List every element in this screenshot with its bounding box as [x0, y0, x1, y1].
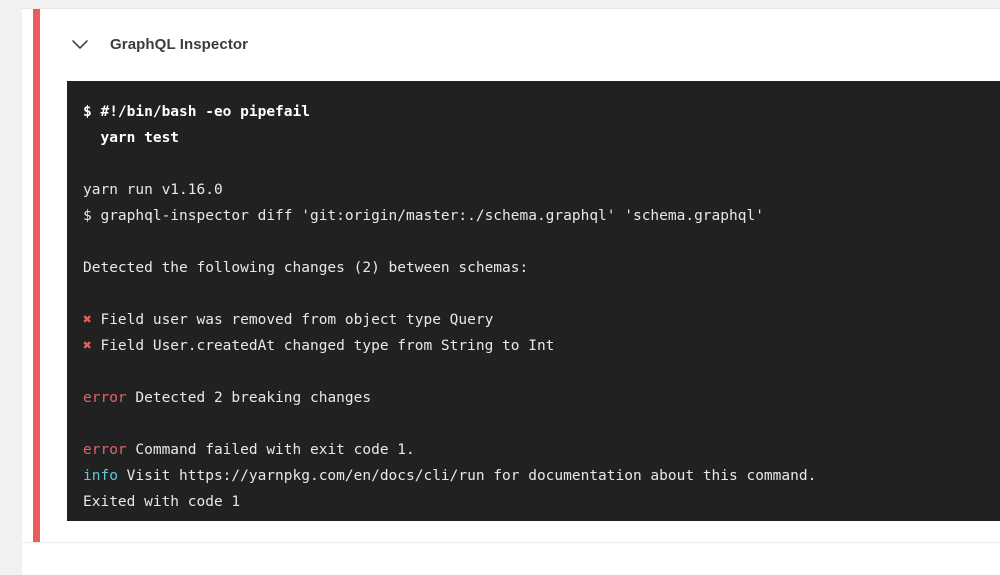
terminal-line: $ #!/bin/bash -eo pipefail	[83, 99, 1000, 125]
terminal-level-tag: error	[83, 442, 127, 458]
terminal-line	[83, 229, 1000, 255]
terminal-command-text: yarn test	[83, 130, 180, 146]
terminal-message-text: Visit https://yarnpkg.com/en/docs/cli/ru…	[117, 468, 817, 484]
terminal-line: ✖ Field User.createdAt changed type from…	[83, 333, 1000, 359]
terminal-command-text: $ #!/bin/bash -eo pipefail	[83, 104, 310, 120]
page-title: GraphQL Inspector	[110, 35, 249, 53]
terminal-line: ✖ Field user was removed from object typ…	[83, 307, 1000, 333]
chevron-down-icon[interactable]	[68, 32, 92, 56]
cross-icon: ✖	[83, 338, 92, 354]
terminal-change-text: Field User.createdAt changed type from S…	[91, 338, 555, 354]
terminal-message-text: Command failed with exit code 1.	[126, 442, 415, 458]
card-footer-divider	[22, 542, 1000, 575]
terminal-change-text: Field user was removed from object type …	[91, 312, 494, 328]
build-step-card: GraphQL Inspector $ #!/bin/bash -eo pipe…	[22, 8, 1000, 542]
terminal-line	[83, 281, 1000, 307]
terminal-line: error Command failed with exit code 1.	[83, 437, 1000, 463]
terminal-output[interactable]: $ #!/bin/bash -eo pipefail yarn test yar…	[67, 81, 1000, 521]
terminal-level-tag: info	[83, 468, 118, 484]
terminal-line: info Visit https://yarnpkg.com/en/docs/c…	[83, 463, 1000, 489]
terminal-message-text: Detected 2 breaking changes	[126, 390, 372, 406]
terminal-line: yarn test	[83, 125, 1000, 151]
terminal-line: Exited with code 1	[83, 494, 241, 510]
terminal-line: yarn run v1.16.0	[83, 182, 223, 198]
terminal-line: error Detected 2 breaking changes	[83, 385, 1000, 411]
terminal-line: Detected the following changes (2) betwe…	[83, 260, 529, 276]
terminal-line	[83, 151, 1000, 177]
terminal-line	[83, 359, 1000, 385]
cross-icon: ✖	[83, 312, 92, 328]
terminal-line: $ graphql-inspector diff 'git:origin/mas…	[83, 208, 764, 224]
step-status-stripe	[33, 9, 40, 542]
terminal-line	[83, 411, 1000, 437]
terminal-lines: $ #!/bin/bash -eo pipefail yarn test yar…	[83, 99, 1000, 515]
step-header[interactable]: GraphQL Inspector	[68, 23, 248, 65]
terminal-level-tag: error	[83, 390, 127, 406]
